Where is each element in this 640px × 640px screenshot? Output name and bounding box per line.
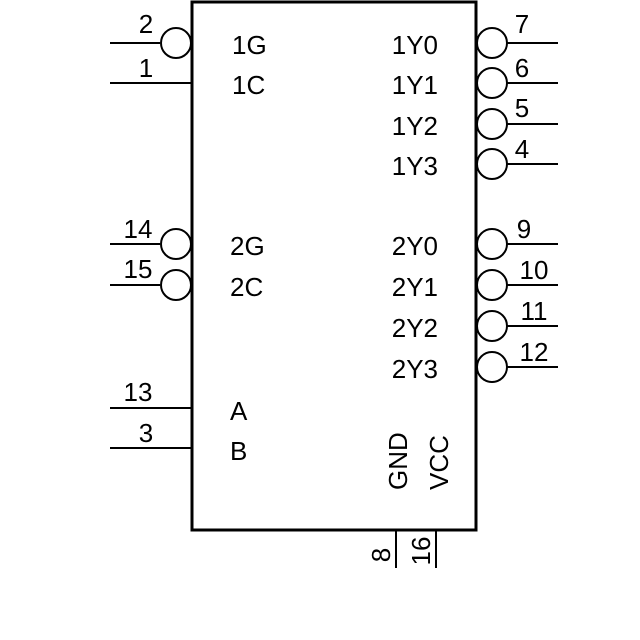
pin-label: 1Y2 bbox=[392, 111, 438, 141]
pin-label: 2Y1 bbox=[392, 272, 438, 302]
pin-number: 13 bbox=[124, 377, 153, 407]
pin-number: 9 bbox=[517, 214, 531, 244]
pin-number: 6 bbox=[515, 53, 529, 83]
pin-number: 7 bbox=[515, 9, 529, 39]
pin-label: 2Y0 bbox=[392, 231, 438, 261]
inversion-bubble bbox=[160, 27, 192, 59]
inversion-bubble bbox=[476, 67, 508, 99]
pin-label: 1Y1 bbox=[392, 70, 438, 100]
right-pin-2y1: 10 2Y1 bbox=[392, 255, 558, 302]
power-pin-gnd: GND 8 bbox=[366, 432, 413, 568]
inversion-bubble bbox=[160, 228, 192, 260]
pin-label: 2C bbox=[230, 272, 263, 302]
pin-label: A bbox=[230, 396, 248, 426]
inversion-bubble bbox=[160, 269, 192, 301]
pin-number: 1 bbox=[139, 53, 153, 83]
pin-number: 15 bbox=[124, 254, 153, 284]
right-pin-2y3: 12 2Y3 bbox=[392, 337, 558, 384]
pin-number: 3 bbox=[139, 418, 153, 448]
inversion-bubble bbox=[476, 310, 508, 342]
pin-label: VCC bbox=[424, 435, 454, 490]
left-pin-2c: 15 2C bbox=[110, 254, 263, 302]
pin-number: 8 bbox=[366, 548, 396, 562]
pin-number: 16 bbox=[406, 537, 436, 566]
right-pin-2y2: 11 2Y2 bbox=[392, 296, 558, 343]
pin-label: 1Y0 bbox=[392, 30, 438, 60]
pin-label: 2G bbox=[230, 231, 265, 261]
pin-number: 12 bbox=[520, 337, 549, 367]
left-pin-2g: 14 2G bbox=[110, 214, 265, 261]
pin-label: 1C bbox=[232, 70, 265, 100]
left-pin-1c: 1 1C bbox=[110, 53, 265, 100]
pin-label: 1G bbox=[232, 30, 267, 60]
pin-number: 11 bbox=[521, 296, 548, 326]
chip-body bbox=[190, 0, 478, 532]
pin-number: 4 bbox=[515, 134, 529, 164]
inversion-bubble bbox=[476, 228, 508, 260]
pin-number: 14 bbox=[124, 214, 153, 244]
inversion-bubble bbox=[476, 108, 508, 140]
pin-number: 10 bbox=[520, 255, 549, 285]
inversion-bubble bbox=[476, 351, 508, 383]
pin-number: 5 bbox=[515, 93, 529, 123]
pin-label: 1Y3 bbox=[392, 151, 438, 181]
pin-number: 2 bbox=[139, 9, 153, 39]
left-pin-b: 3 B bbox=[110, 418, 247, 466]
left-pin-a: 13 A bbox=[110, 377, 248, 426]
pin-label: 2Y3 bbox=[392, 354, 438, 384]
right-pin-1y3: 4 1Y3 bbox=[392, 134, 558, 181]
right-pin-1y0: 7 1Y0 bbox=[392, 9, 558, 60]
inversion-bubble bbox=[476, 269, 508, 301]
pin-label: GND bbox=[383, 432, 413, 490]
left-pin-1g: 2 1G bbox=[110, 9, 267, 60]
right-pin-1y2: 5 1Y2 bbox=[392, 93, 558, 141]
inversion-bubble bbox=[476, 148, 508, 180]
right-pin-1y1: 6 1Y1 bbox=[392, 53, 558, 100]
pin-label: B bbox=[230, 436, 247, 466]
pin-label: 2Y2 bbox=[392, 313, 438, 343]
power-pin-vcc: VCC 16 bbox=[406, 435, 454, 568]
right-pin-2y0: 9 2Y0 bbox=[392, 214, 558, 261]
inversion-bubble bbox=[476, 27, 508, 59]
